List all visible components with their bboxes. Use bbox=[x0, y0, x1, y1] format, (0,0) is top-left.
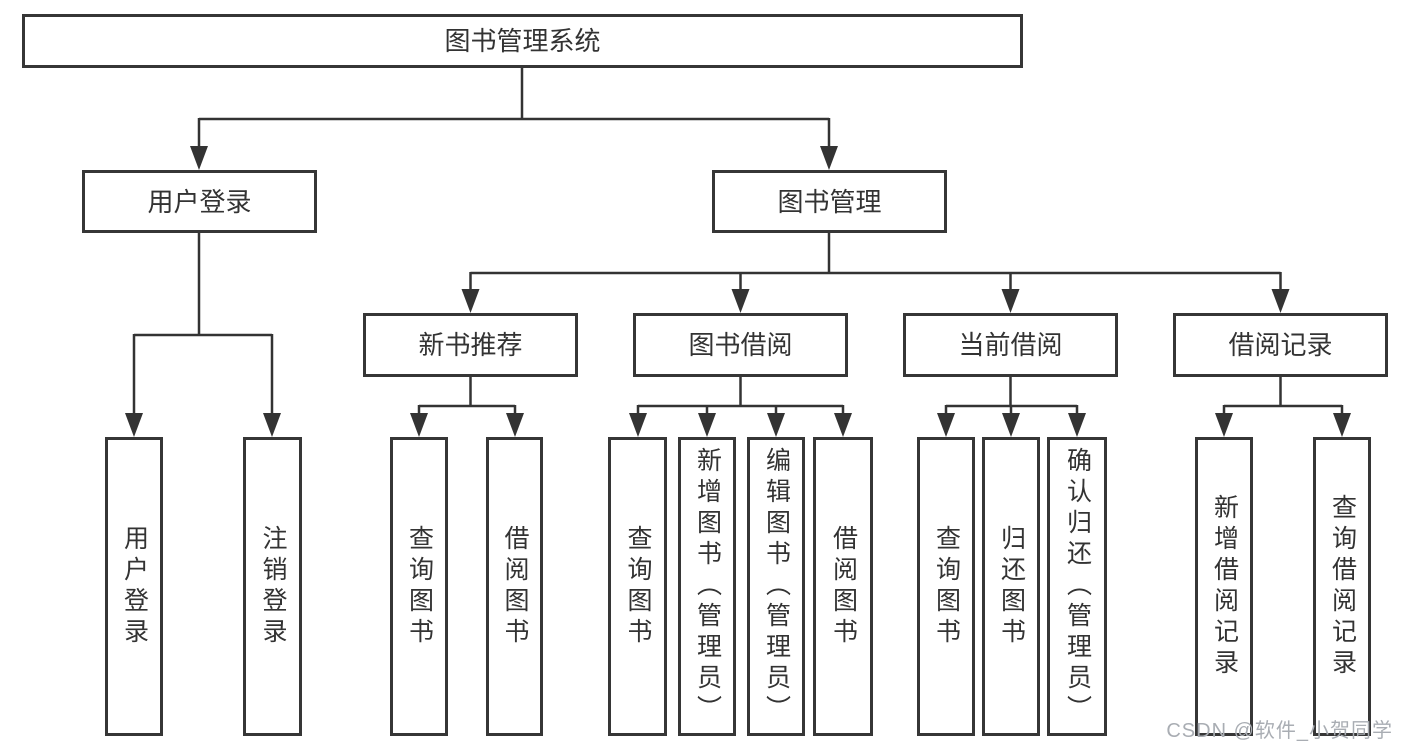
node-borrowing-records: 借阅记录 bbox=[1173, 313, 1388, 377]
node-user-login-label: 用户登录 bbox=[147, 186, 252, 217]
node-book-management: 图书管理 bbox=[712, 170, 947, 233]
connector-borrowing-to-leaves bbox=[636, 377, 845, 419]
connector-current-to-leaves bbox=[944, 377, 1079, 419]
leaf-logout-label: 注销登录 bbox=[259, 524, 287, 649]
leaf-query-borrow-record: 查询借阅记录 bbox=[1313, 437, 1371, 736]
leaf-borrow-books-borrowing-label: 借阅图书 bbox=[829, 524, 858, 649]
leaf-user-login: 用户登录 bbox=[105, 437, 163, 736]
leaf-add-borrow-record: 新增借阅记录 bbox=[1195, 437, 1253, 736]
node-new-book-recommendation: 新书推荐 bbox=[363, 313, 578, 377]
leaf-borrow-books-recommend-label: 借阅图书 bbox=[501, 524, 529, 649]
leaf-borrow-books-recommend: 借阅图书 bbox=[486, 437, 543, 736]
connector-root-to-level2 bbox=[197, 68, 831, 152]
connector-records-to-leaves bbox=[1222, 377, 1344, 419]
leaf-query-books-current-label: 查询图书 bbox=[932, 524, 961, 649]
leaf-edit-book-admin: 编辑图书（管理员） bbox=[747, 437, 805, 736]
node-root: 图书管理系统 bbox=[22, 14, 1023, 68]
arrowheads bbox=[125, 146, 1351, 437]
node-user-login: 用户登录 bbox=[82, 170, 317, 233]
leaf-query-books-recommend-label: 查询图书 bbox=[405, 524, 434, 649]
node-book-management-label: 图书管理 bbox=[777, 186, 882, 217]
node-borrowing-records-label: 借阅记录 bbox=[1228, 330, 1333, 360]
leaf-return-books: 归还图书 bbox=[982, 437, 1040, 736]
leaf-query-books-borrowing-label: 查询图书 bbox=[624, 524, 652, 649]
leaf-edit-book-admin-label: 编辑图书（管理员） bbox=[762, 447, 791, 726]
leaf-logout: 注销登录 bbox=[243, 437, 302, 736]
leaf-return-books-label: 归还图书 bbox=[997, 524, 1026, 649]
connector-userlogin-to-leaves bbox=[132, 233, 274, 419]
leaf-add-borrow-record-label: 新增借阅记录 bbox=[1210, 493, 1239, 680]
node-book-borrowing: 图书借阅 bbox=[633, 313, 848, 377]
node-new-book-recommendation-label: 新书推荐 bbox=[418, 330, 523, 360]
node-current-borrowing-label: 当前借阅 bbox=[958, 330, 1063, 360]
node-root-label: 图书管理系统 bbox=[444, 26, 601, 56]
connector-newbook-to-leaves bbox=[417, 377, 517, 419]
leaf-query-borrow-record-label: 查询借阅记录 bbox=[1328, 493, 1357, 680]
leaf-user-login-label: 用户登录 bbox=[120, 524, 149, 649]
leaf-query-books-recommend: 查询图书 bbox=[390, 437, 448, 736]
leaf-query-books-borrowing: 查询图书 bbox=[608, 437, 667, 736]
leaf-borrow-books-borrowing: 借阅图书 bbox=[813, 437, 873, 736]
leaf-add-book-admin: 新增图书（管理员） bbox=[678, 437, 736, 736]
leaf-confirm-return-admin: 确认归还（管理员） bbox=[1047, 437, 1107, 736]
connector-bookmgmt-to-level3 bbox=[469, 233, 1282, 295]
leaf-add-book-admin-label: 新增图书（管理员） bbox=[693, 447, 722, 726]
leaf-confirm-return-admin-label: 确认归还（管理员） bbox=[1063, 447, 1092, 726]
node-current-borrowing: 当前借阅 bbox=[903, 313, 1118, 377]
node-book-borrowing-label: 图书借阅 bbox=[688, 330, 793, 360]
leaf-query-books-current: 查询图书 bbox=[917, 437, 975, 736]
csdn-watermark: CSDN @软件_小贺同学 bbox=[1166, 720, 1393, 742]
